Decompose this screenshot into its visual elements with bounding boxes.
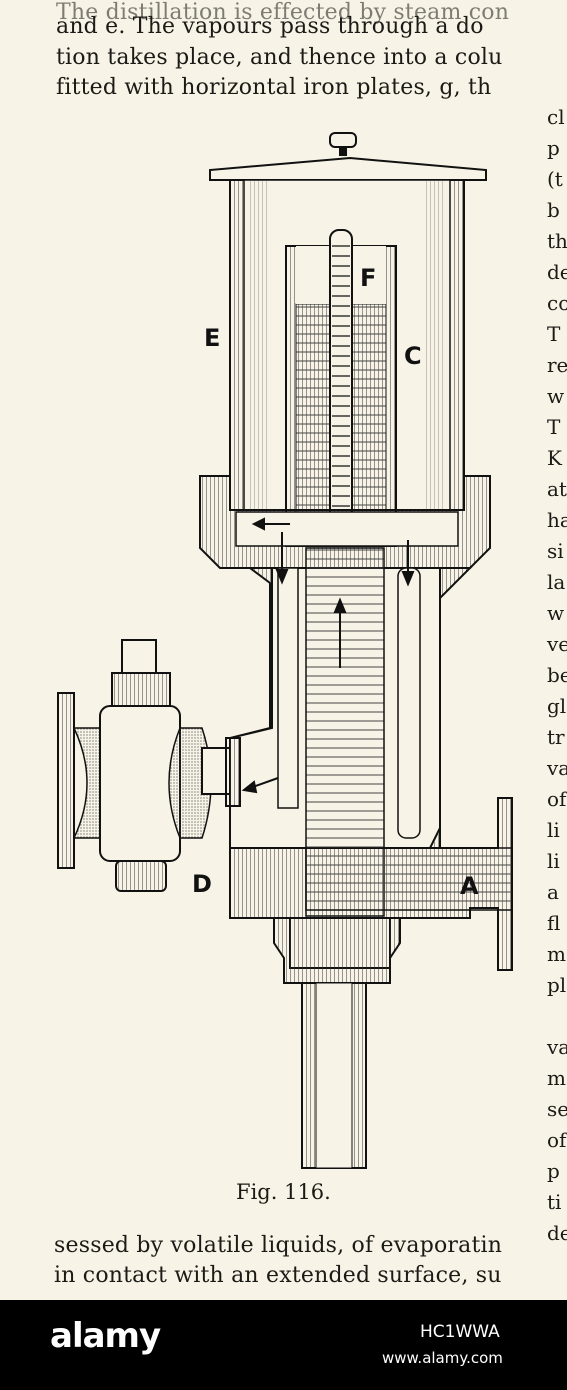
right-column-fragment: m (547, 1066, 566, 1090)
right-column-fragment: va (547, 1035, 567, 1059)
bottom-text-line-2: in contact with an extended surface, su (54, 1263, 502, 1288)
label-F: F (360, 264, 376, 292)
right-column-fragment: li (547, 849, 560, 873)
right-column-fragment (547, 1001, 567, 1032)
right-column-fragment: ha (547, 508, 567, 532)
label-D: D (192, 870, 212, 898)
alamy-logo: alamy (50, 1316, 161, 1356)
text-line-1: and e. The vapours pass through a do (56, 14, 484, 39)
distillation-apparatus-figure: E C F D A (57, 132, 513, 1169)
alamy-url: www.alamy.com (382, 1349, 503, 1367)
right-column-fragment: of (547, 787, 567, 811)
right-column-fragment: se (547, 1097, 567, 1121)
right-column-fragment: T (547, 415, 561, 439)
right-column-fragment: m (547, 942, 566, 966)
float-rod-F (329, 229, 353, 527)
vessel-lid (209, 156, 487, 181)
text-line-3: fitted with horizontal iron plates, g, t… (56, 75, 492, 100)
right-column-fragment: de (547, 1221, 567, 1245)
lid-knob (329, 132, 357, 148)
right-column-fragment: be (547, 663, 567, 687)
right-column-fragment: li (547, 818, 560, 842)
right-column-fragment: a (547, 880, 559, 904)
right-column-fragment: co (547, 291, 567, 315)
right-column-fragment: ve (547, 632, 567, 656)
right-column-fragment: of (547, 1128, 567, 1152)
right-column-fragment: pl (547, 973, 567, 997)
right-column-fragment: w (547, 601, 565, 625)
right-column-fragment: (t (547, 167, 563, 191)
bottom-text-line-1: sessed by volatile liquids, of evaporati… (54, 1233, 503, 1258)
cropped-text-line: The distillation is effected by steam co… (56, 0, 510, 25)
right-column-fragment: cl (547, 105, 565, 129)
right-column-fragment: w (547, 384, 565, 408)
right-column-fragment: at (547, 477, 567, 501)
outlet-A (305, 847, 513, 911)
right-column-fragment: va (547, 756, 567, 780)
right-column-fragment: tr (547, 725, 565, 749)
right-column-fragment: de (547, 260, 567, 284)
right-column-fragment: la (547, 570, 566, 594)
watermark-bar (0, 1300, 567, 1390)
right-column-fragment: T (547, 322, 561, 346)
right-column-fragment: si (547, 539, 564, 563)
label-A: A (460, 872, 479, 900)
right-column-fragment: re (547, 353, 567, 377)
right-column-fragment: K (547, 446, 562, 470)
right-column-fragment: fl (547, 911, 561, 935)
right-column-fragment: b (547, 198, 560, 222)
flow-arrows (241, 517, 415, 794)
stock-id: HC1WWA (420, 1322, 500, 1342)
text-line-2: tion takes place, and thence into a colu (56, 45, 503, 70)
bottom-flange (273, 917, 401, 984)
valve-D (57, 639, 241, 892)
right-column-fragment: ti (547, 1190, 562, 1214)
right-column-fragment: th (547, 229, 567, 253)
label-C: C (404, 342, 422, 370)
label-E: E (204, 324, 220, 352)
right-column-fragment: p (547, 136, 560, 160)
figure-caption: Fig. 116. (236, 1180, 331, 1204)
right-column-fragment: p (547, 1159, 560, 1183)
book-page: The distillation is effected by steam co… (54, 0, 567, 1288)
right-column-fragment: gl (547, 694, 567, 718)
